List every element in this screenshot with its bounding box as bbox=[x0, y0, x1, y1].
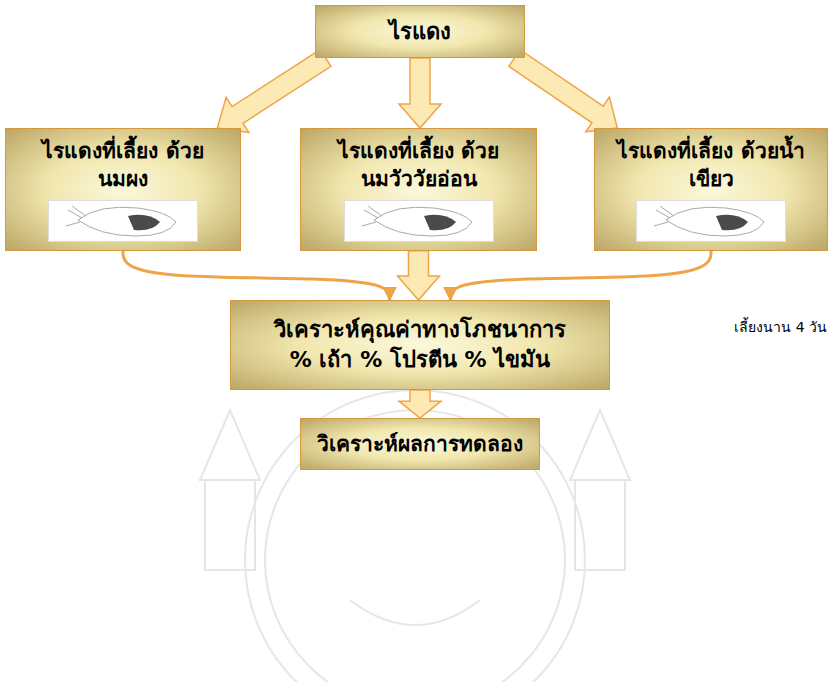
box-text: ไรแดงที่เลี้ยง ด้วยน้ำเขียว bbox=[607, 137, 815, 194]
block-arrow bbox=[399, 58, 441, 128]
analysis-box: วิเคราะห์คุณค่าทางโภชนาการ% เถ้า % โปรตี… bbox=[230, 300, 610, 390]
water-flea-picture bbox=[636, 200, 786, 242]
box-subtext: % เถ้า % โปรตีน % ไขมัน bbox=[290, 345, 550, 375]
block-arrow bbox=[398, 251, 440, 300]
box-text: วิเคราะห์ผลการทดลอง bbox=[317, 430, 523, 458]
block-arrow bbox=[217, 50, 331, 133]
merge-connector bbox=[123, 251, 390, 300]
box-text: ไรแดงที่เลี้ยง ด้วยนมวัววัยอ่อน bbox=[313, 137, 524, 194]
box-text: ไรแดงที่เลี้ยง ด้วยนมผง bbox=[18, 137, 228, 194]
block-arrow bbox=[399, 390, 441, 418]
process-box: ไรแดงที่เลี้ยง ด้วยนมผง bbox=[5, 128, 241, 251]
merge-connector bbox=[450, 251, 711, 300]
process-box: ไรแดงที่เลี้ยง ด้วยนมวัววัยอ่อน bbox=[300, 128, 537, 251]
result-box: วิเคราะห์ผลการทดลอง bbox=[300, 418, 540, 470]
box-text: วิเคราะห์คุณค่าทางโภชนาการ bbox=[274, 315, 566, 345]
water-flea-picture bbox=[344, 200, 494, 242]
process-box: ไรแดงที่เลี้ยง ด้วยน้ำเขียว bbox=[594, 128, 828, 251]
box-text: ไรแดง bbox=[389, 17, 451, 47]
water-flea-picture bbox=[48, 200, 198, 242]
duration-note: เลี้ยงนาน 4 วัน bbox=[734, 316, 827, 338]
block-arrow bbox=[509, 50, 618, 132]
start-box: ไรแดง bbox=[315, 5, 525, 58]
